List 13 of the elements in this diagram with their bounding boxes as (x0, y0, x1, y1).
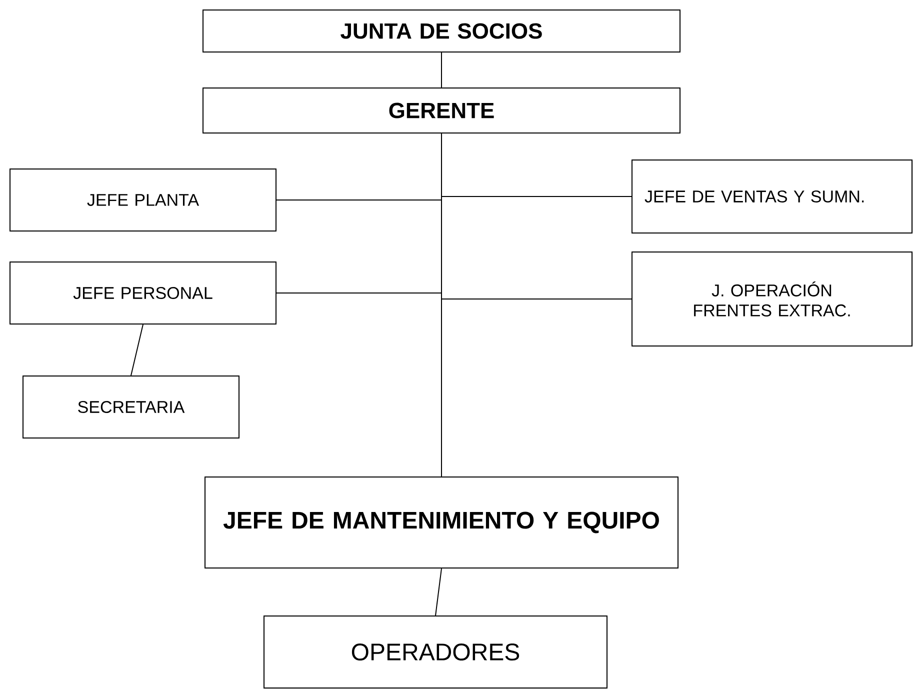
org-box: JEFE DE MANTENIMIENTO Y EQUIPO (204, 476, 678, 568)
org-box: GERENTE (202, 88, 680, 134)
org-box: OPERADORES (264, 616, 608, 688)
connector-line (441, 133, 442, 477)
org-box: JUNTA DE SOCIOS (202, 10, 680, 52)
connector-line (130, 324, 144, 376)
connector-line (435, 568, 442, 616)
connector-line (441, 52, 442, 88)
org-box: JEFE PLANTA (10, 168, 276, 232)
org-box: JEFE DE VENTAS Y SUMN. (632, 160, 912, 234)
org-box: SECRETARIA (22, 376, 240, 438)
org-box: J. OPERACIÓN FRENTES EXTRAC. (632, 252, 912, 346)
org-box: JEFE PERSONAL (10, 262, 276, 324)
